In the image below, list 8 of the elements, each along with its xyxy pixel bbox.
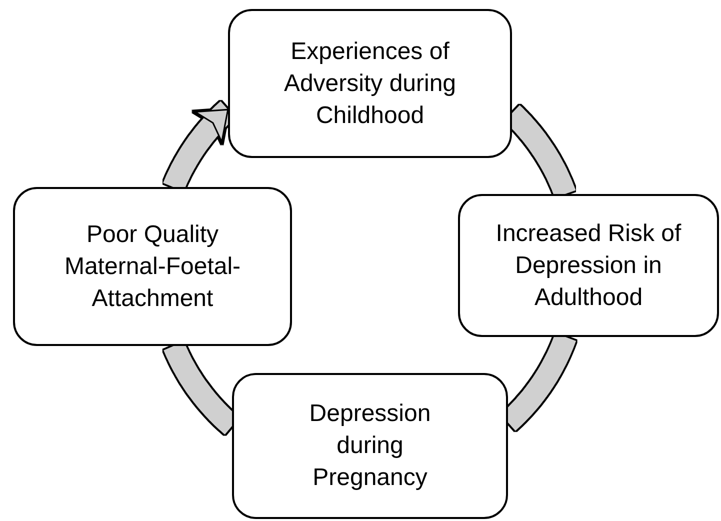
rounded-box — [228, 9, 512, 158]
box-text: Experiences of Adversity during Childhood — [282, 36, 458, 130]
box-text: Poor Quality Maternal-Foetal-Attachment — [63, 220, 242, 314]
box-text: Increased Risk of Depression in Adulthood — [494, 218, 682, 312]
rounded-box — [232, 373, 508, 519]
box-text: Depression during Pregnancy — [308, 399, 432, 493]
rounded-box — [458, 194, 719, 337]
rounded-box — [13, 187, 292, 346]
